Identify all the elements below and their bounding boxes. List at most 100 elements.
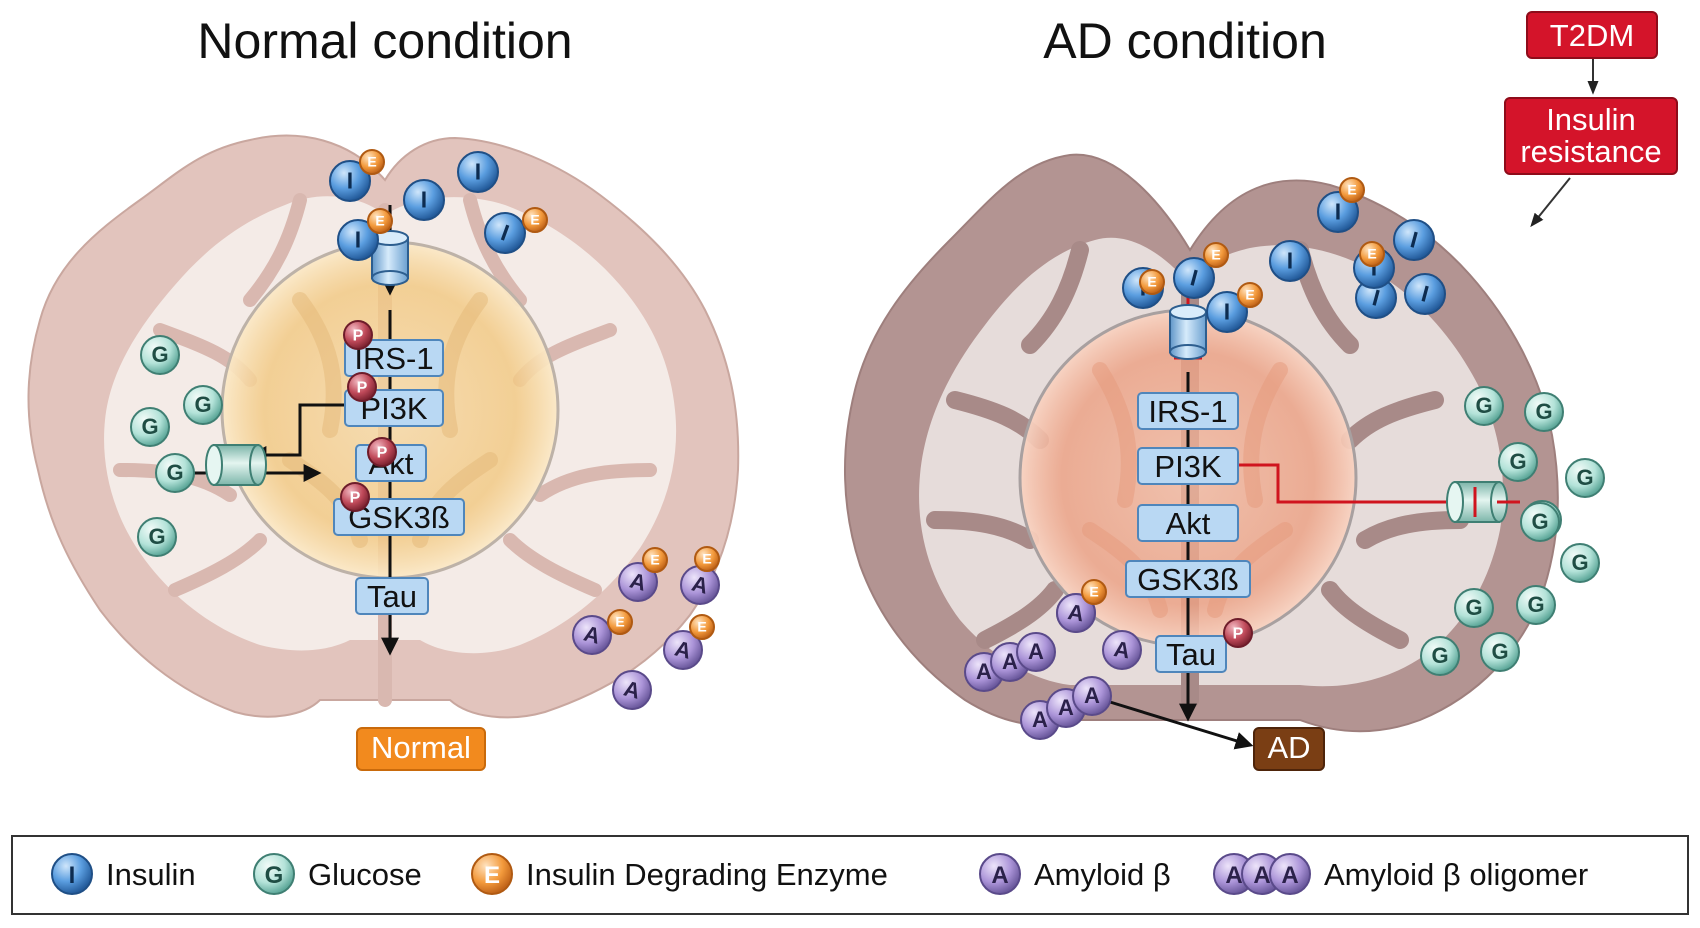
glucose-letter: G (1527, 592, 1544, 617)
ide-letter: E (375, 213, 384, 229)
ad-pathway-box-gsk3: GSK3ß (1125, 560, 1251, 598)
ide-molecule: E (1339, 177, 1365, 203)
glucose-letter: G (1491, 639, 1508, 664)
glucose-letter: G (166, 460, 183, 485)
ad-outcome-box: AD (1253, 727, 1325, 771)
phospho-letter: P (353, 327, 364, 344)
amyloid-molecule: A (572, 615, 612, 655)
amyloid-molecule: A (680, 565, 720, 605)
phospho-marker: P (1223, 618, 1253, 648)
glucose-letter: G (1535, 399, 1552, 424)
normal-condition-title: Normal condition (197, 13, 572, 69)
ide-molecule: E (689, 614, 715, 640)
pathway-label: Tau (1166, 637, 1216, 672)
insulin-molecule: I (484, 212, 526, 254)
insulin-molecule: I (337, 219, 379, 261)
pathway-label: GSK3ß (1137, 562, 1239, 597)
insulin-letter: I (355, 227, 361, 253)
glucose-molecule: G (1565, 458, 1605, 498)
glucose-letter: G (141, 414, 158, 439)
ide-letter: E (1089, 584, 1098, 600)
legend-label-ide: Insulin Degrading Enzyme (526, 857, 888, 892)
insulin-molecule: I (1269, 240, 1311, 282)
ide-molecule: E (1203, 242, 1229, 268)
normal-brain (27, 134, 740, 719)
legend-icon-letter: G (265, 862, 284, 889)
amyloid-letter: A (1002, 649, 1018, 674)
legend-icon-letter: I (69, 862, 76, 889)
ide-molecule: E (1237, 282, 1263, 308)
glucose-transporter-ad (1446, 481, 1508, 523)
glucose-molecule: G (1498, 442, 1538, 482)
glucose-letter: G (1576, 465, 1593, 490)
insulin-receptor-ad (1169, 304, 1207, 360)
amyloid-letter: A (1112, 636, 1132, 663)
phospho-letter: P (350, 489, 361, 506)
glucose-molecule: G (1524, 392, 1564, 432)
insulin-letter: I (347, 168, 353, 194)
insulin-molecule: I (1206, 291, 1248, 333)
ide-molecule: E (359, 149, 385, 175)
ide-letter: E (1347, 182, 1356, 198)
glucose-molecule: G (1516, 585, 1556, 625)
ide-letter: E (1245, 287, 1254, 303)
amyloid-letter: A (689, 571, 711, 599)
phospho-marker: P (340, 482, 370, 512)
insulin-molecule: I (403, 179, 445, 221)
insulin-letter: I (1371, 255, 1377, 281)
ide-letter: E (702, 551, 711, 567)
glucose-molecule: G (1480, 632, 1520, 672)
legend-icon-letter: A (1253, 862, 1270, 889)
ide-letter: E (1367, 246, 1376, 262)
t2dm-box: T2DM (1526, 11, 1658, 59)
insulin-receptor-normal (371, 230, 409, 286)
glucose-transporter-normal (205, 444, 267, 486)
legend-icon-letter: E (484, 862, 500, 889)
amyloid-letter: A (672, 636, 694, 664)
glucose-molecule: G (1520, 502, 1560, 542)
normal-outcome-label: Normal (371, 730, 471, 765)
amyloid-molecule: A (663, 630, 703, 670)
amyloid-letter: A (627, 568, 649, 596)
glucose-molecule: G (137, 517, 177, 557)
ide-molecule: E (694, 546, 720, 572)
pathway-label: Tau (367, 579, 417, 614)
pathway-label: IRS-1 (354, 341, 433, 376)
insulin-molecule: I (457, 151, 499, 193)
glucose-letter: G (1475, 393, 1492, 418)
legend-label-oligomer: Amyloid β oligomer (1324, 857, 1588, 892)
ad-pathway-box-tau: Tau (1155, 635, 1227, 673)
ide-letter: E (1147, 274, 1156, 290)
glucose-molecule: G (183, 385, 223, 425)
normal-pathway-box-irs1: IRS-1 (344, 339, 444, 377)
legend-label-amyloid: Amyloid β (1034, 857, 1171, 892)
glucose-molecule: G (130, 407, 170, 447)
amyloid-letter: A (621, 676, 643, 704)
legend-icon-letter: A (1225, 862, 1242, 889)
ide-molecule: E (367, 208, 393, 234)
legend-insulin-icon: I (51, 853, 93, 895)
phospho-marker: P (343, 320, 373, 350)
glucose-letter: G (1509, 449, 1526, 474)
ide-letter: E (367, 154, 376, 170)
legend-amyloid-icon: A (1269, 853, 1311, 895)
phospho-marker: P (347, 372, 377, 402)
pathway-label: PI3K (1154, 449, 1222, 484)
ad-pathway-box-irs1: IRS-1 (1137, 392, 1239, 430)
glucose-molecule: G (1464, 386, 1504, 426)
legend-glucose-icon: G (253, 853, 295, 895)
insulin-resistance-box: Insulin resistance (1504, 97, 1678, 175)
ide-letter: E (697, 619, 706, 635)
amyloid-letter: A (1066, 599, 1086, 626)
glucose-molecule: G (1560, 543, 1600, 583)
ide-letter: E (1211, 247, 1220, 263)
amyloid-letter: A (1028, 639, 1044, 664)
pathway-label: IRS-1 (1148, 394, 1227, 429)
glucose-molecule: G (1420, 636, 1460, 676)
phospho-marker: P (367, 437, 397, 467)
legend-label-insulin: Insulin (106, 857, 196, 892)
